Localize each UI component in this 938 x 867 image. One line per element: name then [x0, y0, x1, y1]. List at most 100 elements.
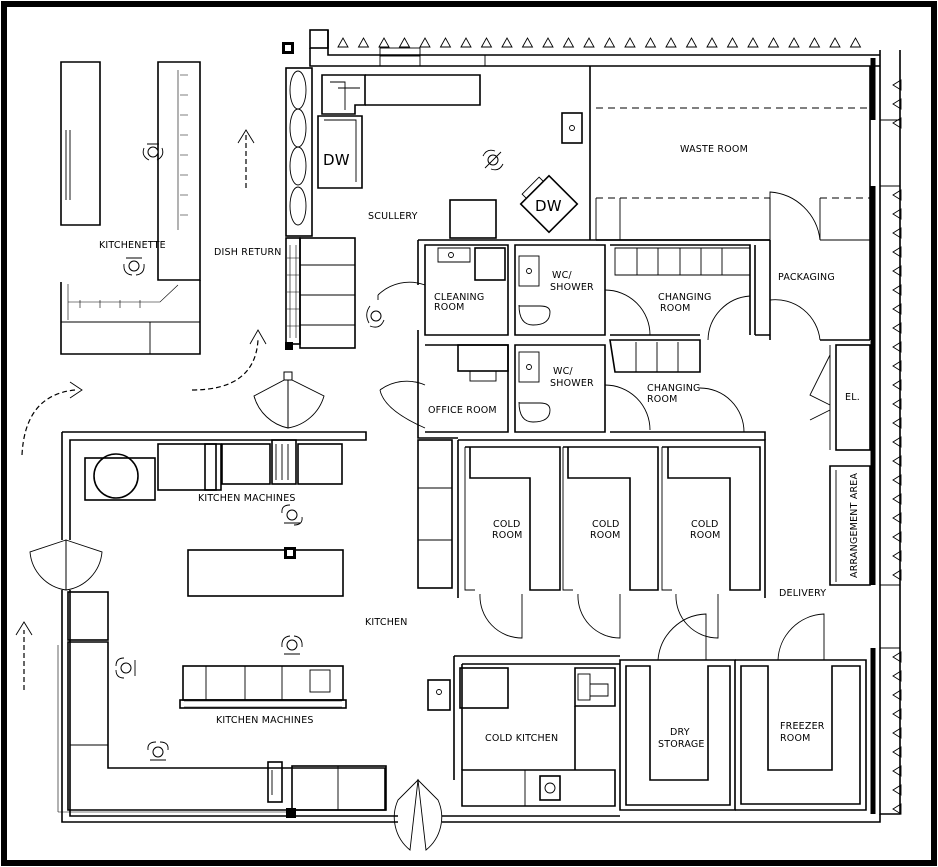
kitchen-machines-bottom [179, 665, 347, 709]
room-label-dry-storage: STORAGE [658, 739, 705, 750]
swing-door [393, 778, 443, 851]
dish-return-belt [285, 237, 356, 350]
window-marker [892, 765, 902, 777]
room-label-kitchenette: KITCHENETTE [99, 240, 166, 251]
window-marker [892, 360, 902, 372]
window-marker [480, 37, 493, 48]
arrangement-area [829, 465, 871, 586]
kitchen-island [187, 547, 344, 597]
label-kitchen-machines-bottom: KITCHEN MACHINES [216, 715, 314, 726]
room-label-elevator: EL. [845, 392, 860, 403]
room-label-cold-1: COLD [493, 519, 521, 530]
dishwasher-unit [519, 174, 579, 234]
partition-walls [417, 66, 770, 439]
room-label-cold-3: ROOM [690, 530, 721, 541]
storage-shelves [417, 439, 453, 589]
east-wall [870, 50, 901, 815]
window-marker [892, 436, 902, 448]
room-label-office: OFFICE ROOM [428, 405, 497, 416]
circulation-arrow [21, 381, 83, 456]
window-marker [892, 265, 902, 277]
window-marker [892, 417, 902, 429]
window-marker [892, 398, 902, 410]
window-marker [892, 98, 902, 110]
room-label-delivery: DELIVERY [779, 588, 826, 599]
swing-door [29, 539, 103, 591]
window-marker [892, 727, 902, 739]
window-marker [892, 379, 902, 391]
window-marker [337, 37, 349, 48]
window-marker [892, 474, 902, 486]
person-icon [115, 657, 136, 679]
room-label-freezer: ROOM [780, 733, 811, 744]
circulation-arrow [191, 329, 267, 391]
window-marker [665, 37, 677, 48]
window-marker [892, 246, 902, 258]
window-marker [726, 37, 739, 48]
window-marker [521, 37, 534, 48]
waste-room [595, 66, 871, 340]
sink [561, 112, 583, 144]
window-marker [439, 37, 452, 48]
window-marker [542, 37, 554, 48]
cold-kitchen [427, 655, 620, 807]
room-label-cold-3: COLD [691, 519, 719, 530]
room-label-cold-2: COLD [592, 519, 620, 530]
window-marker [849, 37, 862, 48]
window-marker [685, 37, 698, 48]
window-marker [892, 689, 902, 701]
window-marker [357, 37, 370, 48]
swing-door [253, 371, 325, 429]
wc-shower-b [514, 344, 651, 433]
window-marker [892, 208, 902, 220]
window-marker [644, 37, 657, 48]
kitchen-west-counters [57, 591, 387, 818]
window-marker [767, 37, 780, 48]
window-marker [892, 455, 902, 467]
person-icon [281, 504, 303, 526]
window-marker [419, 37, 431, 48]
window-marker [892, 784, 902, 796]
person-icon [366, 305, 385, 328]
window-marker [808, 37, 821, 48]
packaging-room [769, 299, 870, 341]
window-marker [562, 37, 575, 48]
window-marker [501, 37, 513, 48]
window-marker [892, 303, 902, 315]
window-markers-east [892, 79, 902, 815]
window-marker [892, 189, 902, 201]
window-marker [892, 493, 902, 505]
kitchenette-area: KITCHENETTE [60, 61, 201, 355]
room-label-cold-2: ROOM [590, 530, 621, 541]
room-label-cold-1: ROOM [492, 530, 523, 541]
room-label-changing-a: ROOM [660, 303, 691, 314]
person-icon [281, 635, 303, 655]
room-label-wc-b: WC/ [553, 366, 573, 377]
room-label-changing-a: CHANGING [658, 292, 712, 303]
room-label-scullery: SCULLERY [368, 211, 418, 222]
window-marker [892, 803, 902, 815]
window-marker [706, 37, 718, 48]
window-marker [892, 569, 902, 581]
room-label-kitchen: KITCHEN [365, 617, 408, 628]
room-label-wc-a: SHOWER [550, 282, 594, 293]
window-marker [603, 37, 616, 48]
elevator [809, 344, 871, 451]
window-marker [892, 341, 902, 353]
person-icon [123, 257, 145, 276]
window-marker [398, 37, 411, 48]
window-marker [892, 746, 902, 758]
person-icon [147, 741, 169, 761]
room-label-dish-return: DISH RETURN [214, 247, 282, 258]
room-label-wc-a: WC/ [552, 270, 572, 281]
scullery-counter-small [449, 199, 497, 239]
window-marker [892, 550, 902, 562]
cleaning-room [377, 244, 509, 336]
window-marker [892, 708, 902, 720]
cold-rooms [457, 439, 766, 639]
dry-storage [619, 613, 736, 811]
room-label-wc-b: SHOWER [550, 378, 594, 389]
office-room [379, 344, 509, 433]
